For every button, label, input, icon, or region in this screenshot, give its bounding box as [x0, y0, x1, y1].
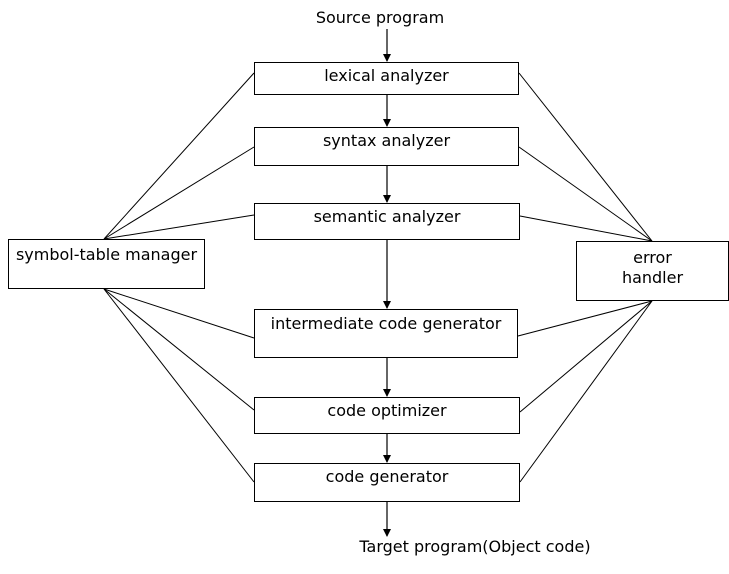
code-generator-box: code generator — [254, 463, 520, 502]
error-link-intermediate — [517, 300, 653, 337]
lexical-analyzer-label: lexical analyzer — [324, 66, 449, 85]
intermediate-code-generator-box: intermediate code generator — [254, 309, 518, 358]
code-optimizer-label: code optimizer — [327, 401, 447, 420]
symtab-link-semantic — [103, 214, 255, 240]
symtab-link-intermediate — [103, 288, 255, 339]
semantic-analyzer-box: semantic analyzer — [254, 203, 520, 240]
error-handler-connections — [517, 72, 653, 483]
code-generator-label: code generator — [325, 467, 449, 486]
error-handler-label-line2: handler — [621, 268, 684, 287]
target-program-label: Target program(Object code) — [359, 537, 591, 556]
error-link-optimizer — [519, 300, 653, 413]
symtab-link-optimizer — [103, 288, 255, 411]
source-program-label: Source program — [315, 8, 445, 27]
symbol-table-manager-label: symbol-table manager — [15, 245, 198, 264]
symtab-link-codegen — [103, 288, 255, 483]
error-link-syntax — [518, 146, 653, 242]
error-handler-box: error handler — [576, 241, 729, 301]
symbol-table-manager-box: symbol-table manager — [8, 239, 205, 289]
syntax-analyzer-label: syntax analyzer — [322, 131, 451, 150]
semantic-analyzer-label: semantic analyzer — [313, 207, 461, 226]
symbol-table-connections — [103, 72, 255, 483]
code-optimizer-box: code optimizer — [254, 397, 520, 434]
symtab-link-lexical — [103, 72, 255, 240]
error-link-semantic — [519, 215, 653, 242]
error-link-codegen — [519, 300, 653, 483]
error-link-lexical — [518, 72, 653, 242]
syntax-analyzer-box: syntax analyzer — [254, 127, 519, 166]
intermediate-code-generator-label: intermediate code generator — [270, 314, 502, 333]
symtab-link-syntax — [103, 146, 255, 240]
error-handler-label-line1: error — [633, 248, 672, 267]
lexical-analyzer-box: lexical analyzer — [254, 62, 519, 95]
